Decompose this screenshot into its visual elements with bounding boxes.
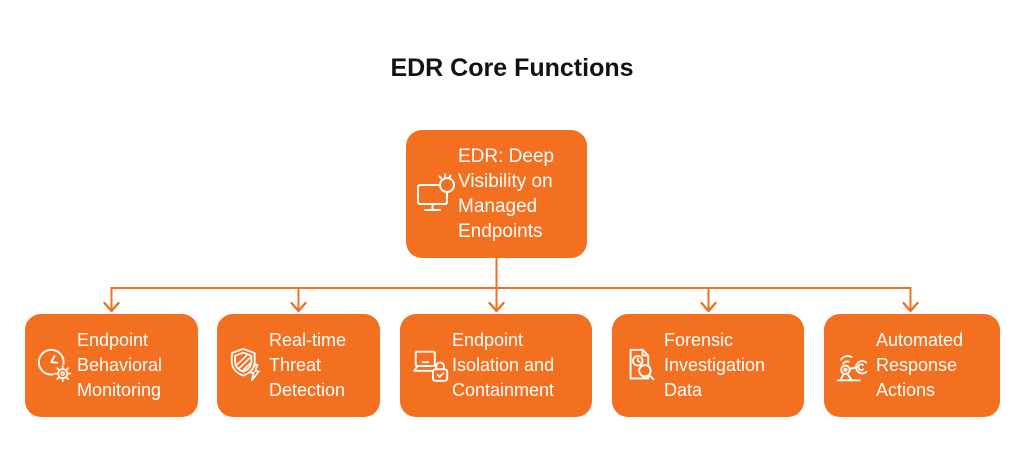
- node-root-edr-visibility: EDR: Deep Visibility on Managed Endpoint…: [406, 130, 587, 258]
- node-label: Forensic Investigation Data: [664, 330, 766, 400]
- node-label: Automated Response Actions: [876, 330, 964, 400]
- node-label: EDR: Deep Visibility on Managed Endpoint…: [458, 146, 555, 242]
- node-endpoint-behavioral-monitoring: Endpoint Behavioral Monitoring: [25, 314, 198, 417]
- robot-arm-icon: [834, 345, 876, 387]
- laptop-lock-icon: [410, 345, 452, 387]
- node-endpoint-isolation-containment: Endpoint Isolation and Containment: [400, 314, 592, 417]
- monitor-gear-icon: [414, 172, 458, 216]
- clock-gear-icon: [35, 345, 77, 387]
- shield-bolt-icon: [227, 345, 269, 387]
- node-real-time-threat-detection: Real-time Threat Detection: [217, 314, 380, 417]
- node-label: Endpoint Isolation and Containment: [452, 330, 555, 400]
- node-label: Endpoint Behavioral Monitoring: [77, 330, 163, 400]
- node-label: Real-time Threat Detection: [269, 330, 347, 400]
- node-forensic-investigation-data: Forensic Investigation Data: [612, 314, 804, 417]
- document-search-icon: [622, 345, 664, 387]
- node-automated-response-actions: Automated Response Actions: [824, 314, 1000, 417]
- diagram-title: EDR Core Functions: [390, 54, 634, 82]
